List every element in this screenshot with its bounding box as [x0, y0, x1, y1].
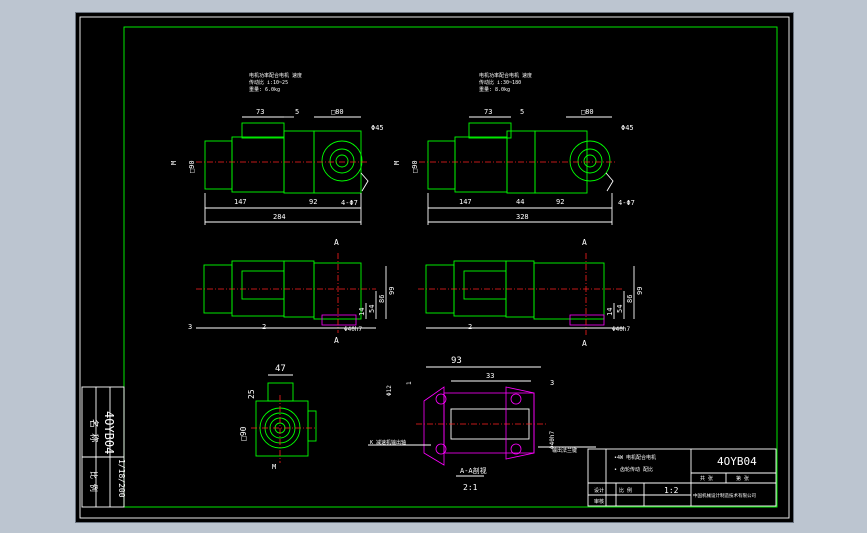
section-a-label: A: [334, 238, 339, 247]
row-label-design: 设计: [594, 487, 604, 494]
top-right-view: 电机功率配合电机 速度 传动比 i:30~180 重量: 8.0kg 73 5 …: [393, 72, 635, 225]
dim-44: 44: [516, 198, 524, 206]
note-line: 重量: 8.0kg: [479, 86, 510, 93]
scale-value: 1:2: [664, 486, 679, 495]
row-label-scale: 比 例: [619, 487, 632, 494]
sheet-total: 共 张: [700, 475, 713, 482]
outer-frame: [79, 16, 790, 519]
dim-5: 5: [295, 108, 299, 116]
dim-33: 33: [486, 372, 494, 380]
dim-73: 73: [484, 108, 492, 116]
dim-h7: Φ40h7: [344, 326, 362, 333]
dim-sq90: □90: [188, 160, 196, 173]
cad-drawing-canvas[interactable]: 名 称 4OYB04 1/18/200 比 例 电机功率配合电机 速度 传动比 …: [76, 13, 793, 522]
section-view: 93 33 3 Φ12 1 Φ40h7 K 减速机输出轴 输出法兰键 A-A剖视…: [368, 356, 596, 492]
dim-92: 92: [556, 198, 564, 206]
dim-5: 5: [520, 108, 524, 116]
dim-54: 54: [368, 305, 376, 313]
dim-99: 99: [636, 287, 644, 295]
dim-phi: Φ45: [371, 124, 384, 132]
dim-sq80: □80: [581, 108, 594, 116]
side-title-strip: 名 称 4OYB04 1/18/200 比 例: [81, 386, 126, 508]
dim-sq90: □90: [239, 426, 248, 441]
title-note-2: • 齿轮传动 配比: [614, 466, 653, 473]
title-note-1: •4W 电机配合电机: [614, 454, 656, 461]
mid-left-view: A A 3 2 14 54 86 99 Φ40h7: [188, 238, 396, 345]
dim-h7: Φ40h7: [549, 431, 556, 449]
dim-47: 47: [275, 364, 286, 374]
dim-phi: Φ45: [621, 124, 634, 132]
dim-25: 25: [247, 389, 256, 399]
side-label-name: 名 称: [88, 419, 100, 442]
dim-h7: Φ40h7: [612, 326, 630, 333]
dim-m: M: [393, 161, 401, 165]
section-a-label: A: [582, 238, 587, 247]
dim-sq80: □80: [331, 108, 344, 116]
dim-328: 328: [516, 213, 529, 221]
dim-147: 147: [234, 198, 247, 206]
title-block: •4W 电机配合电机 • 齿轮传动 配比 4OYB04 共 张 第 张 设计 审…: [587, 448, 777, 507]
note-line: 电机功率配合电机 速度: [479, 72, 532, 79]
dim-3: 3: [550, 379, 554, 387]
dim-93: 93: [451, 356, 462, 366]
dim-92: 92: [309, 198, 317, 206]
section-a-label: A: [334, 336, 339, 345]
bottom-left-view: 47 25 □90 M: [239, 364, 317, 471]
dim-12: Φ12: [386, 385, 393, 396]
company-name: 中国机械设计制造技术有限公司: [693, 492, 756, 499]
side-label-scale: 比 例: [89, 471, 99, 492]
inner-frame: [123, 26, 778, 508]
cad-viewport[interactable]: 名 称 4OYB04 1/18/200 比 例 电机功率配合电机 速度 传动比 …: [75, 12, 794, 523]
row-label-review: 审核: [594, 498, 604, 505]
dim-3: 3: [188, 323, 192, 331]
dim-284: 284: [273, 213, 286, 221]
dim-hole: 4-Φ7: [618, 199, 635, 207]
side-ratio: 1/18/200: [117, 459, 126, 498]
dim-86: 86: [378, 295, 386, 303]
dim-1: 1: [406, 381, 413, 385]
dim-54: 54: [616, 305, 624, 313]
sheet-number: 第 张: [736, 475, 749, 482]
note-line: 电机功率配合电机 速度: [249, 72, 302, 79]
section-a-label: A: [582, 339, 587, 348]
section-caption: A-A剖视: [460, 466, 487, 475]
dim-14: 14: [358, 308, 366, 316]
mid-right-view: A A 2 14 54 86 99 Φ40h7: [418, 238, 644, 348]
title-block-title: 4OYB04: [717, 455, 757, 468]
top-left-view: 电机功率配合电机 速度 传动比 i:10~25 重量: 6.0kg 73 5 □…: [170, 72, 384, 225]
dim-2: 2: [468, 323, 472, 331]
dim-hole: 4-Φ7: [341, 199, 358, 207]
note-left: K 减速机输出轴: [370, 439, 406, 446]
note-line: 传动比 i:10~25: [249, 79, 288, 86]
dim-14: 14: [606, 308, 614, 316]
side-drawing-title: 4OYB04: [102, 411, 116, 454]
note-right: 输出法兰键: [552, 447, 577, 454]
note-line: 传动比 i:30~180: [479, 79, 521, 86]
dim-86: 86: [626, 295, 634, 303]
dim-m: M: [170, 161, 178, 165]
dim-sq90: □90: [411, 160, 419, 173]
dim-2: 2: [262, 323, 266, 331]
dim-147: 147: [459, 198, 472, 206]
note-line: 重量: 6.0kg: [249, 86, 280, 93]
dim-m: M: [272, 463, 276, 471]
section-scale: 2:1: [463, 483, 478, 492]
dim-99: 99: [388, 287, 396, 295]
dim-73: 73: [256, 108, 264, 116]
